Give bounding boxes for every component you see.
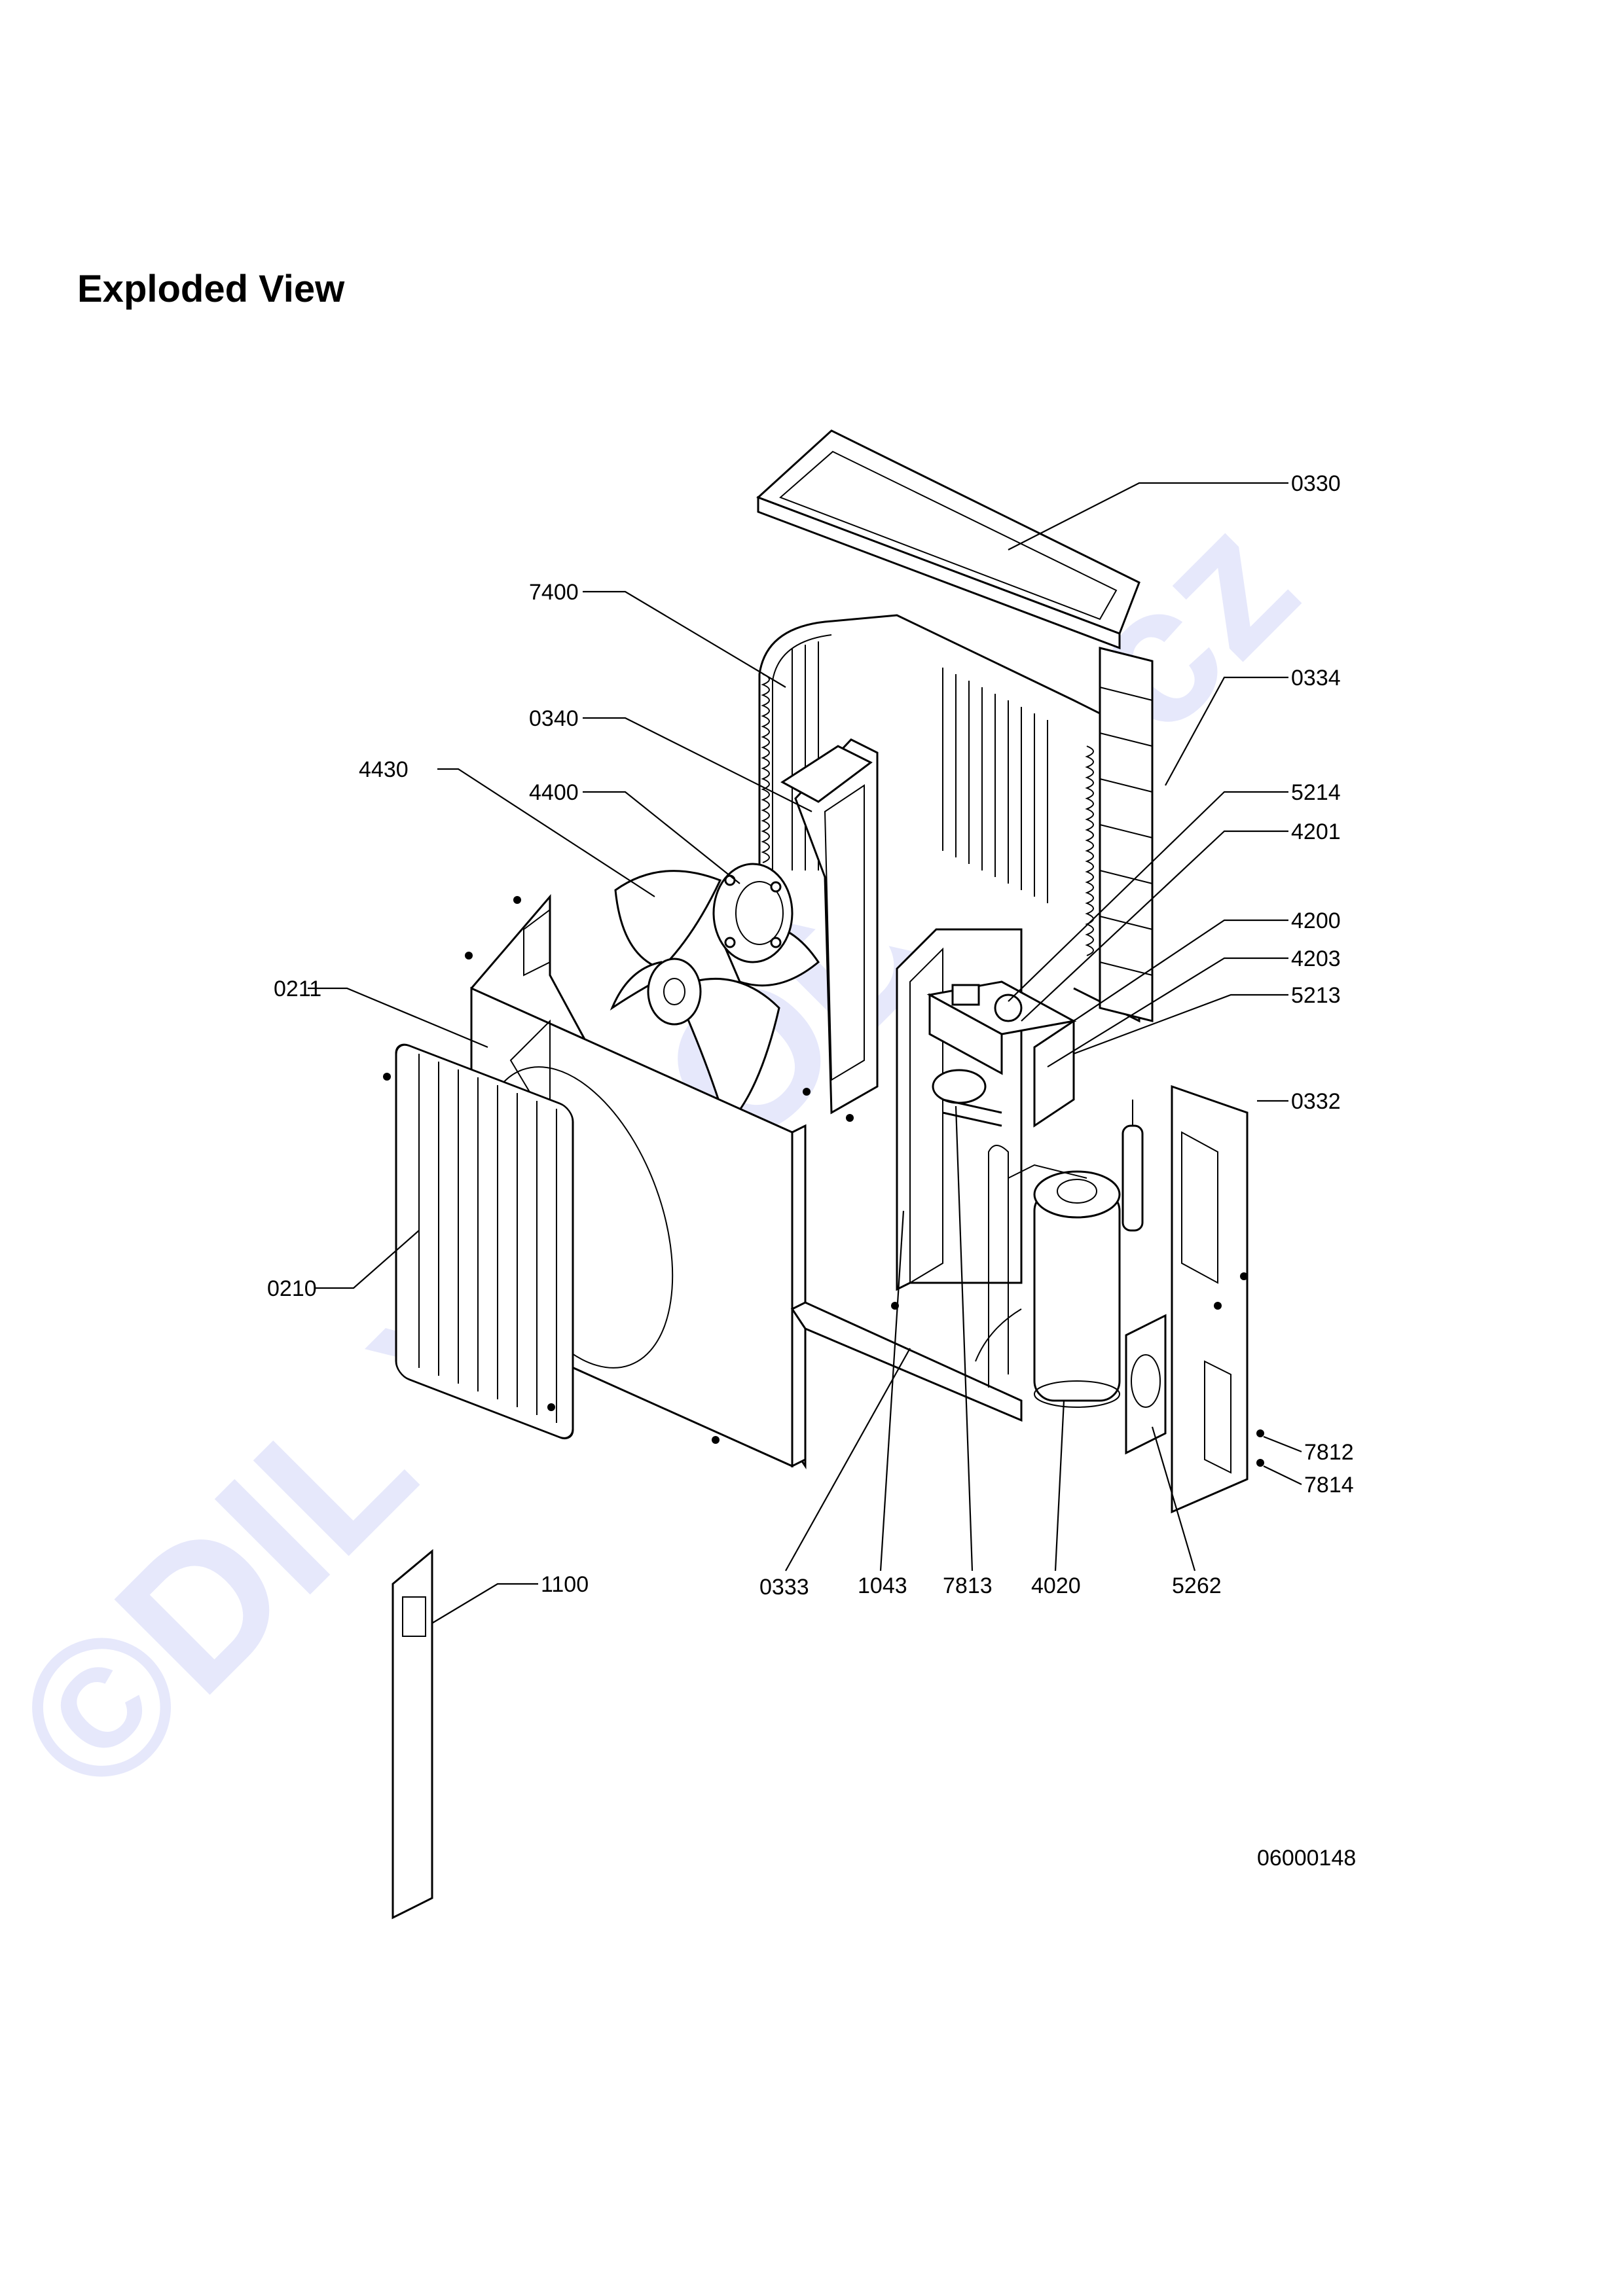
coil-fins xyxy=(792,641,1048,903)
top-cover xyxy=(756,429,1140,650)
part-label-4203: 4203 xyxy=(1291,946,1341,971)
part-labels: 0330 7400 0334 0340 4430 4400 5214 4201 … xyxy=(267,471,1354,1600)
base-pan xyxy=(790,1301,1023,1422)
service-valves xyxy=(932,1069,1002,1127)
part-label-7814: 7814 xyxy=(1304,1473,1354,1498)
part-label-5214: 5214 xyxy=(1291,780,1341,805)
motor-support xyxy=(780,738,879,1115)
part-label-5213: 5213 xyxy=(1291,983,1341,1008)
part-label-5262: 5262 xyxy=(1172,1573,1222,1598)
leader-lines xyxy=(308,482,1302,1624)
part-label-0211: 0211 xyxy=(274,977,321,1001)
part-label-7812: 7812 xyxy=(1304,1440,1354,1465)
part-label-1100: 1100 xyxy=(541,1572,589,1597)
compressor xyxy=(1033,1170,1121,1408)
screws xyxy=(383,896,1264,1467)
front-grille xyxy=(395,1043,574,1439)
part-label-4200: 4200 xyxy=(1291,908,1341,933)
part-label-4020: 4020 xyxy=(1031,1573,1081,1598)
valve-cover xyxy=(392,1549,433,1920)
refrigerant-piping xyxy=(975,1100,1144,1388)
part-label-4430: 4430 xyxy=(359,757,409,782)
part-label-4400: 4400 xyxy=(529,780,579,805)
part-label-4201: 4201 xyxy=(1291,819,1341,844)
fan-motor xyxy=(712,863,793,963)
part-label-0340: 0340 xyxy=(529,706,579,731)
part-label-7813: 7813 xyxy=(943,1573,993,1598)
part-label-7400: 7400 xyxy=(529,580,579,605)
page-title: Exploded View xyxy=(77,268,345,310)
part-label-0334: 0334 xyxy=(1291,666,1341,691)
part-label-0210: 0210 xyxy=(267,1276,317,1301)
electrical-box xyxy=(926,980,1077,1128)
part-label-0333: 0333 xyxy=(759,1575,809,1600)
electric-bracket xyxy=(1125,1314,1167,1455)
part-label-0332: 0332 xyxy=(1291,1089,1341,1114)
rear-grille xyxy=(1099,647,1154,1022)
drawing-number: 06000148 xyxy=(1257,1846,1356,1871)
right-side-panel xyxy=(1171,1085,1249,1514)
coil-tubes-left xyxy=(761,673,770,863)
fan-propeller xyxy=(610,870,820,1128)
part-label-1043: 1043 xyxy=(858,1573,907,1598)
coil-tubes-right xyxy=(1085,745,1094,956)
part-label-0330: 0330 xyxy=(1291,471,1341,496)
